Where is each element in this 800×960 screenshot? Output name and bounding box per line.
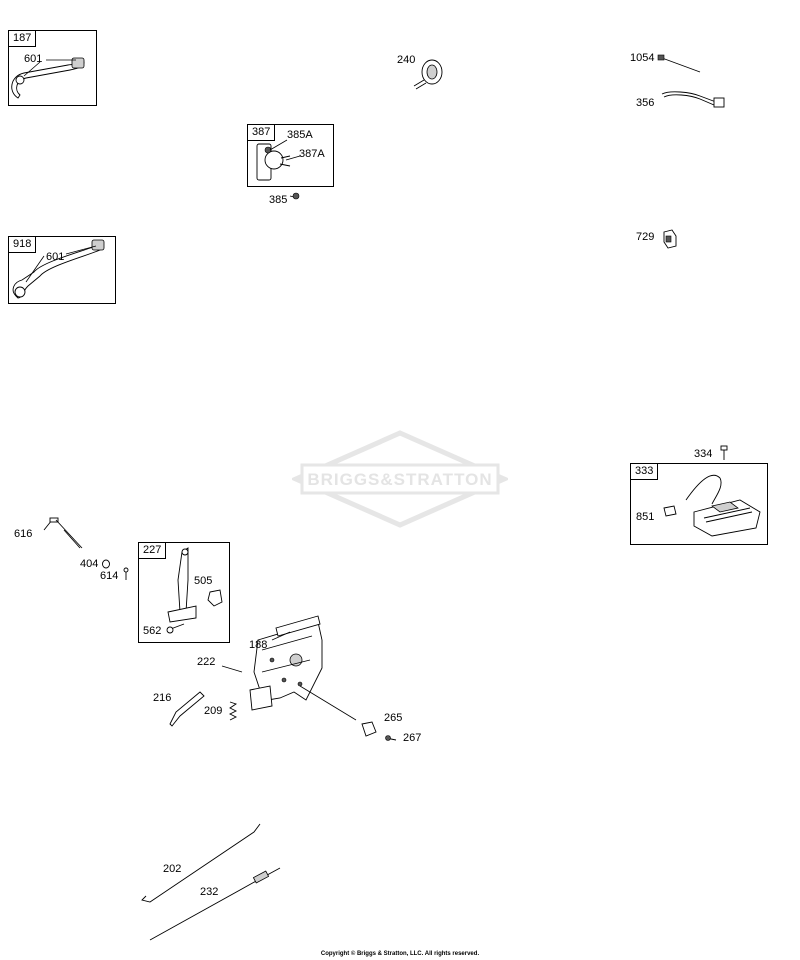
part-216-link[interactable]	[169, 691, 205, 727]
part-404-washer[interactable]	[102, 559, 110, 569]
watermark-brand-text: BRIGGS&STRATTON	[307, 470, 493, 489]
part-label-240: 240	[397, 54, 416, 66]
part-hose-187[interactable]	[11, 57, 85, 99]
part-label-267: 267	[403, 732, 422, 744]
part-265-block[interactable]	[361, 721, 377, 737]
part-222-bracket[interactable]	[249, 615, 323, 711]
part-label-562: 562	[143, 625, 162, 637]
part-209-spring[interactable]	[228, 701, 238, 721]
part-label-616: 616	[14, 528, 33, 540]
part-label-601: 601	[46, 251, 65, 263]
part-label-216: 216	[153, 692, 172, 704]
part-562-screw[interactable]	[166, 623, 185, 634]
part-label-265: 265	[384, 712, 403, 724]
part-227-lever[interactable]	[167, 547, 223, 623]
part-label-385: 385	[269, 194, 288, 206]
part-label-601: 601	[24, 53, 43, 65]
part-label-851: 851	[636, 511, 655, 523]
part-label-729: 729	[636, 231, 655, 243]
part-614-pin[interactable]	[123, 567, 129, 580]
part-387-switch[interactable]	[256, 143, 291, 181]
part-label-222: 222	[197, 656, 216, 668]
part-1054-cable-tie[interactable]	[657, 54, 701, 73]
part-240[interactable]	[413, 59, 443, 90]
part-label-387A: 387A	[299, 148, 325, 160]
part-label-334: 334	[694, 448, 713, 460]
kit-number: 918	[9, 237, 37, 253]
kit-box-187: 187	[8, 30, 97, 106]
copyright-notice: Copyright © Briggs & Stratton, LLC. All …	[320, 951, 480, 957]
part-385-screw[interactable]	[289, 192, 300, 200]
part-334-bolt[interactable]	[720, 445, 728, 460]
kit-box-918: 918	[8, 236, 116, 304]
part-label-188: 188	[249, 639, 268, 651]
kit-number: 187	[9, 31, 37, 47]
part-616-rod[interactable]	[43, 517, 83, 549]
part-333-ignition-coil[interactable]	[685, 474, 761, 537]
part-729-clip[interactable]	[663, 229, 677, 249]
part-label-356: 356	[636, 97, 655, 109]
kit-box-333: 333	[630, 463, 768, 545]
part-851-connector[interactable]	[663, 505, 677, 517]
part-hose-918[interactable]	[12, 239, 105, 299]
part-202-rod[interactable]	[141, 823, 261, 903]
part-label-1054: 1054	[630, 52, 655, 64]
brand-watermark: BRIGGS&STRATTON	[289, 430, 511, 528]
part-label-614: 614	[100, 570, 119, 582]
part-356-wire[interactable]	[661, 91, 725, 108]
kit-box-387: 387	[247, 124, 334, 187]
kit-number: 387	[248, 125, 276, 141]
kit-number: 227	[139, 543, 167, 559]
part-label-202: 202	[163, 863, 182, 875]
part-232-cable[interactable]	[149, 867, 281, 941]
kit-box-227: 227	[138, 542, 230, 643]
part-label-404: 404	[80, 558, 99, 570]
watermark-diamond-icon	[289, 430, 511, 528]
part-label-232: 232	[200, 886, 219, 898]
part-267-screw[interactable]	[385, 735, 397, 741]
part-label-385A: 385A	[287, 129, 313, 141]
part-label-505: 505	[194, 575, 213, 587]
kit-number: 333	[631, 464, 659, 480]
part-label-209: 209	[204, 705, 223, 717]
